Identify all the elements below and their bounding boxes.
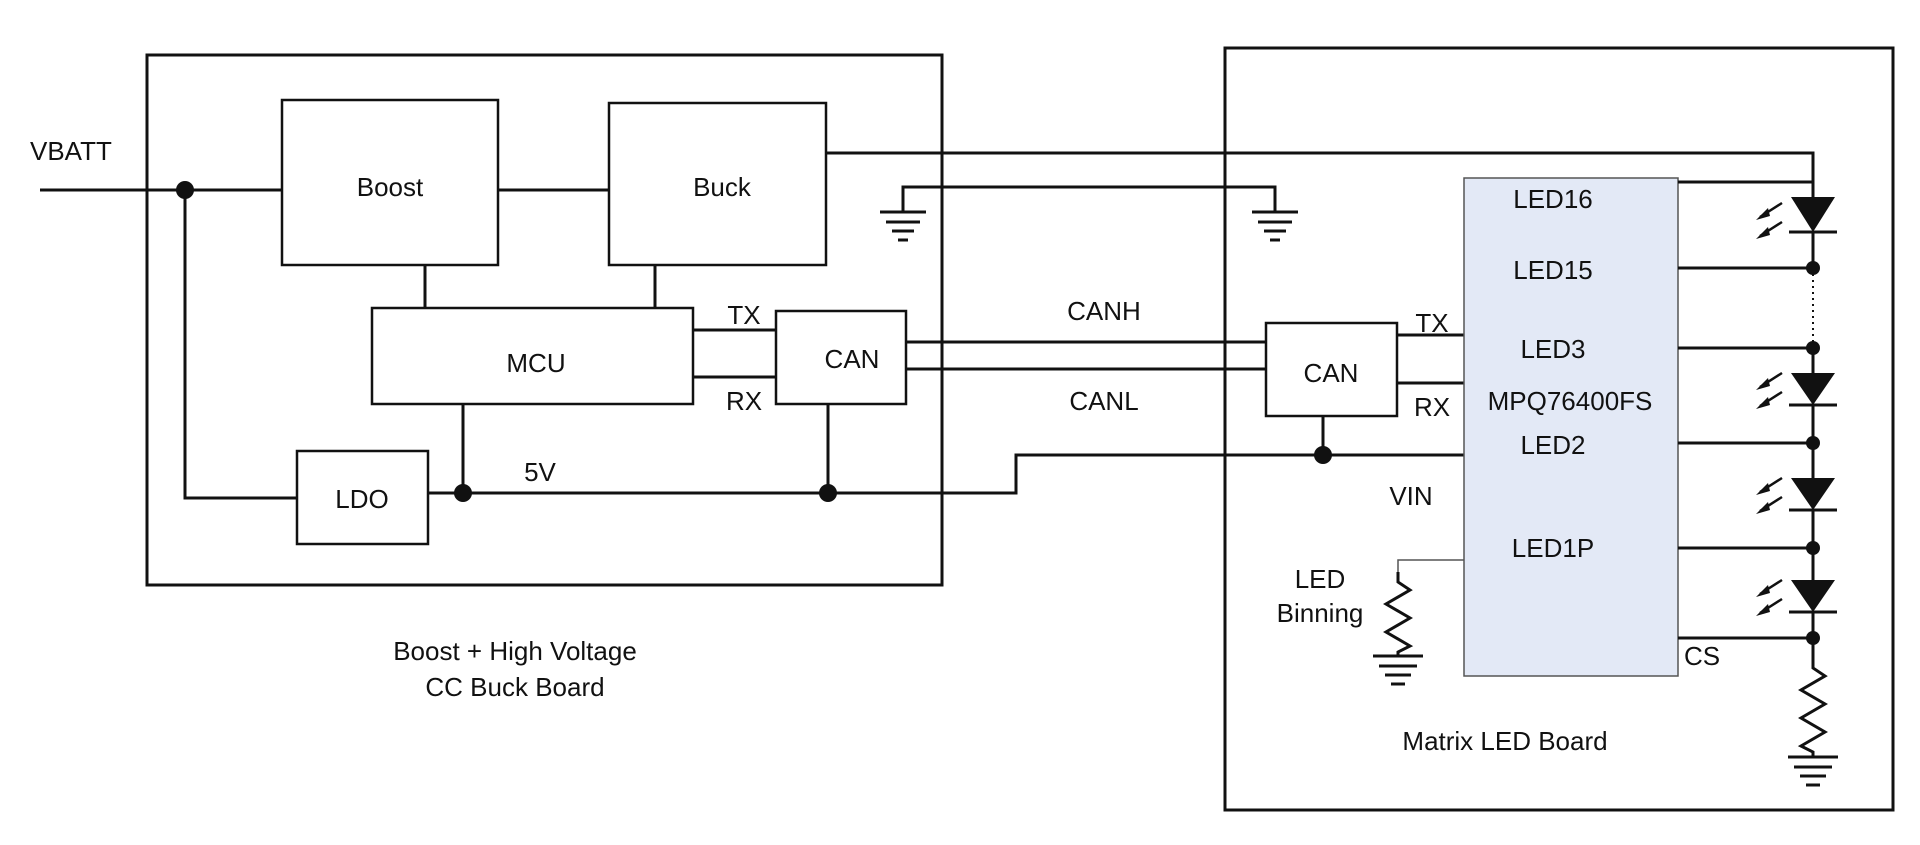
can-label-left: CAN (825, 344, 880, 374)
rx-label-left: RX (726, 386, 762, 416)
cs-label: CS (1684, 641, 1720, 671)
tx-label-right: TX (1415, 308, 1448, 338)
led-diode-2-icon (1756, 476, 1837, 514)
led-diode-3-icon (1756, 371, 1837, 409)
ic-mpq76400fs (1463, 177, 1679, 677)
buck-block (607, 101, 828, 267)
binning-label-line-1: LED (1295, 564, 1346, 594)
pin-led3-label: LED3 (1520, 334, 1585, 364)
ground-icon-left-board (880, 210, 926, 242)
can-label-right: CAN (1304, 358, 1359, 388)
mcu-label: MCU (506, 348, 565, 378)
5v-junction-can (819, 484, 837, 502)
vin-junction (1314, 446, 1332, 464)
ldo-block (295, 449, 430, 546)
pin-led2-label: LED2 (1520, 430, 1585, 460)
left-board-frame (145, 53, 944, 587)
canh-label: CANH (1067, 296, 1141, 326)
can-block-left (774, 309, 908, 406)
mcu-block (370, 306, 695, 406)
ground-icon-right-board (1252, 210, 1298, 242)
ground-icon-binning (1373, 654, 1423, 686)
canl-label: CANL (1069, 386, 1138, 416)
cs-resistor-icon (1797, 638, 1828, 757)
boost-block (280, 98, 500, 267)
buck-label: Buck (693, 172, 752, 202)
5v-label: 5V (524, 457, 556, 487)
left-board-title-line-1: Boost + High Voltage (393, 636, 637, 666)
binning-wire (1397, 559, 1464, 572)
vbatt-label: VBATT (30, 136, 112, 166)
ground-link-wire (901, 185, 1277, 212)
pin-led1p-label: LED1P (1512, 533, 1594, 563)
boost-label: Boost (357, 172, 424, 202)
binning-label-line-2: Binning (1277, 598, 1364, 628)
led3-node (1806, 341, 1820, 355)
pin-led16-label: LED16 (1513, 184, 1593, 214)
right-board-frame (1223, 46, 1895, 812)
ic-part-label: MPQ76400FS (1488, 386, 1653, 416)
left-board-title-line-2: CC Buck Board (425, 672, 604, 702)
can-block-right (1264, 321, 1399, 418)
led15-node (1806, 261, 1820, 275)
led2-node (1806, 436, 1820, 450)
rx-label-right: RX (1414, 392, 1450, 422)
right-board-title: Matrix LED Board (1402, 726, 1607, 756)
vin-label: VIN (1389, 481, 1432, 511)
ground-icon-cs (1788, 755, 1838, 787)
5v-junction-mcu (454, 484, 472, 502)
tx-label-left: TX (727, 300, 760, 330)
5v-rail-wire (428, 453, 1464, 495)
led-diode-16-icon (1756, 182, 1837, 239)
pin-led15-label: LED15 (1513, 255, 1593, 285)
ldo-label: LDO (335, 484, 388, 514)
binning-resistor-icon (1383, 572, 1414, 656)
led1p-node (1806, 541, 1820, 555)
vbatt-to-ldo-wire (183, 190, 297, 500)
led-diode-1-icon (1756, 578, 1837, 616)
